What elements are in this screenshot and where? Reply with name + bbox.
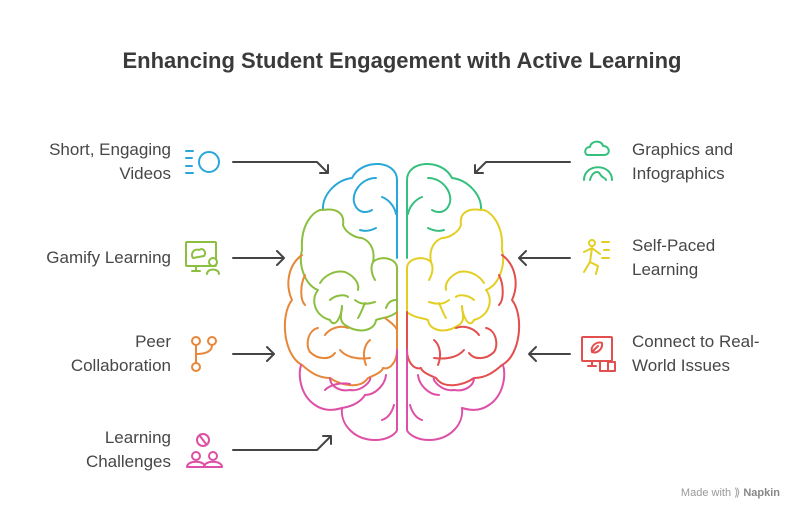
brain-lobe-green xyxy=(299,208,398,332)
brain-lobe-orange xyxy=(283,254,398,387)
arrow-short-videos xyxy=(232,161,329,174)
brain-lobe-pink xyxy=(298,349,398,441)
arrow-peer xyxy=(232,346,275,362)
napkin-watermark: Made with ⟫ Napkin xyxy=(680,487,780,499)
presentation-teacher-icon xyxy=(185,241,220,275)
team-puzzle-icon xyxy=(186,433,223,468)
arrow-challenges xyxy=(232,435,332,451)
branch-icon xyxy=(191,336,217,372)
video-speed-icon xyxy=(185,150,220,174)
arrow-gamify xyxy=(232,250,285,266)
screen-book-icon xyxy=(581,336,616,372)
brain-right-hemisphere xyxy=(406,163,521,441)
brain-lobe-blue xyxy=(321,163,398,259)
running-person-icon xyxy=(583,239,610,275)
page-title: Enhancing Student Engagement with Active… xyxy=(122,48,682,73)
arrow-graphics xyxy=(474,161,571,174)
brain-left-hemisphere xyxy=(283,163,398,441)
label-gamify-learning: Gamify Learning xyxy=(46,248,171,267)
label-connect-real-world: Connect to Real-World Issues xyxy=(632,332,760,375)
brain-lobe-green-right xyxy=(406,163,483,259)
brain-lobe-pink-right xyxy=(406,349,506,441)
arrow-connect xyxy=(528,346,571,362)
brain-lobe-yellow xyxy=(406,208,505,332)
cloud-globe-icon xyxy=(583,140,613,181)
arrow-self-paced xyxy=(518,250,571,266)
napkin-logo-icon: ⟫ xyxy=(734,487,741,499)
brain-lobe-red xyxy=(406,254,521,387)
